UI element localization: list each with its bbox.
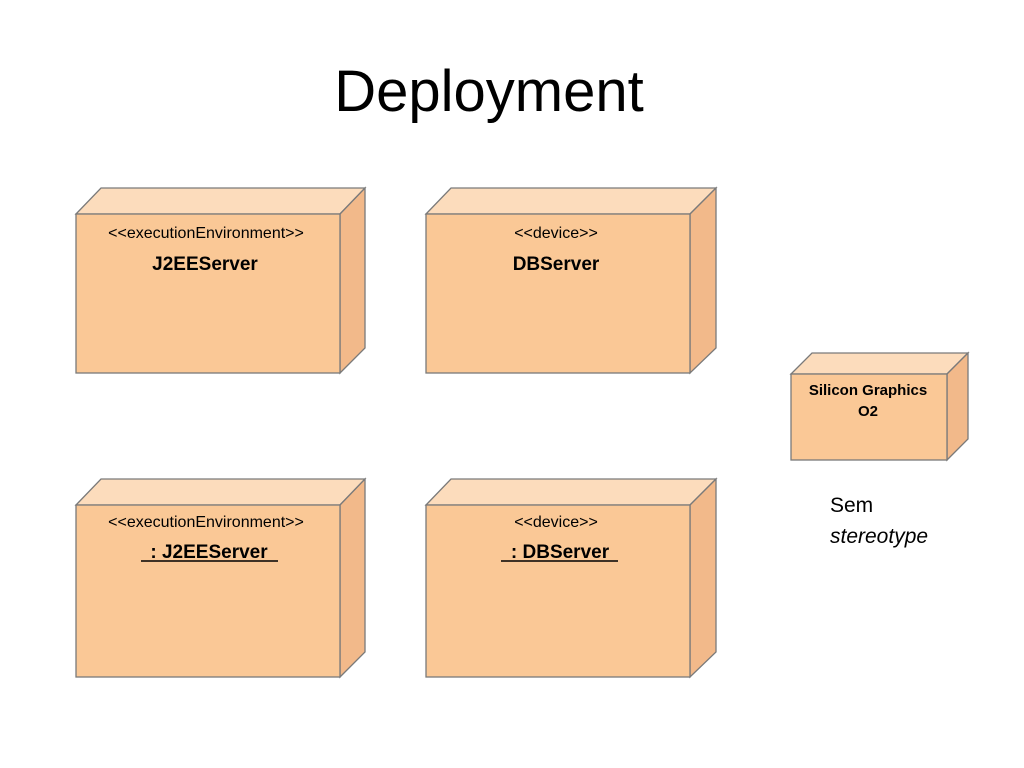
node-front-face (425, 213, 691, 374)
node-top-face (74, 187, 367, 215)
node-name: DBServer (513, 254, 600, 275)
node-front-face (75, 504, 341, 678)
node-name: J2EEServer (152, 254, 258, 275)
annotation-note: Sem stereotype (830, 490, 928, 552)
node-j2eeserver[interactable]: <<executionEnvironment>> J2EEServer (74, 186, 367, 375)
node-side-face (339, 186, 366, 375)
node-stereotype: <<executionEnvironment>> (108, 514, 304, 531)
node-side-face (689, 186, 717, 375)
note-line2: stereotype (830, 525, 929, 548)
node-dbserver-instance[interactable]: <<device>> : DBServer (424, 477, 718, 679)
node-side-face (689, 477, 717, 679)
node-front-face (790, 373, 948, 461)
node-silicon-graphics-o2[interactable]: Silicon Graphics O2 (789, 351, 970, 462)
node-dbserver[interactable]: <<device>> DBServer (424, 186, 718, 375)
slide-title: Deployment (334, 59, 644, 124)
node-stereotype: <<device>> (514, 225, 598, 242)
node-name-line2: O2 (858, 403, 878, 420)
node-side-face (339, 477, 366, 679)
node-top-face (789, 352, 970, 375)
node-stereotype: <<executionEnvironment>> (108, 225, 304, 242)
node-top-face (74, 478, 367, 506)
node-name-line1: Silicon Graphics (809, 382, 927, 399)
node-j2eeserver-instance[interactable]: <<executionEnvironment>> : J2EEServer (74, 477, 367, 679)
note-line1: Sem (830, 494, 874, 517)
node-name: : DBServer (511, 542, 610, 563)
node-front-face (425, 504, 691, 678)
node-name: : J2EEServer (150, 542, 268, 563)
node-stereotype: <<device>> (514, 514, 598, 531)
node-top-face (424, 478, 718, 506)
node-top-face (424, 187, 718, 215)
node-front-face (75, 213, 341, 374)
